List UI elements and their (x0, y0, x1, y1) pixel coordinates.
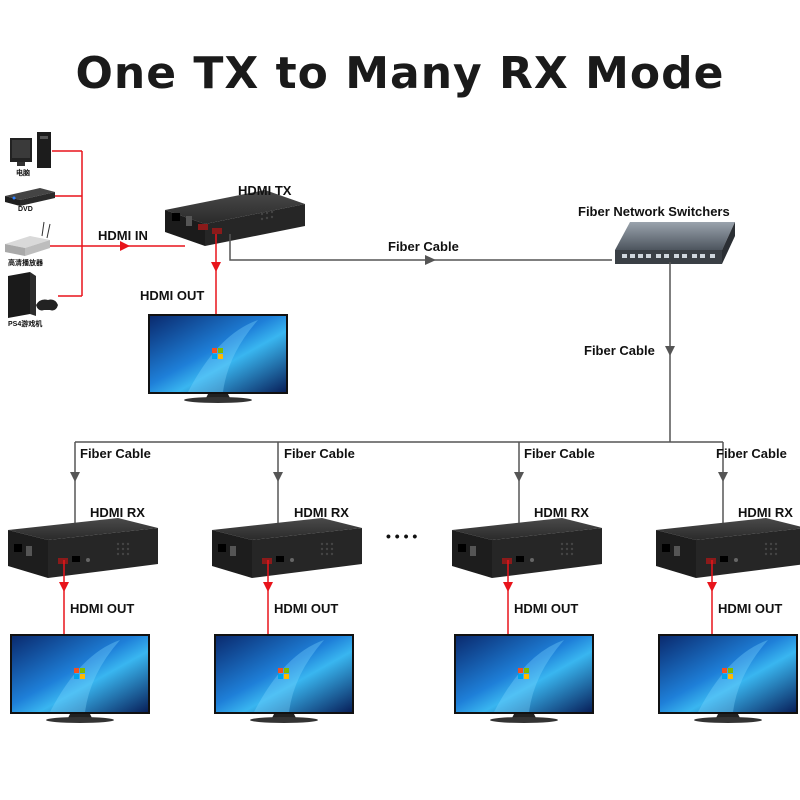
hdmi-out-arrow-icon (263, 582, 273, 592)
fiber-cable-label: Fiber Cable (284, 446, 355, 461)
hdmi-out-label: HDMI OUT (274, 601, 339, 616)
hdmi-tx-device (165, 190, 305, 246)
hdmi-rx-device (212, 518, 362, 578)
fiber-arrow-icon (718, 472, 728, 482)
fiber-arrow-icon (273, 472, 283, 482)
source-label: DVD (18, 206, 33, 213)
hdmi-tx-label: HDMI TX (238, 183, 292, 198)
rx-monitor (658, 634, 798, 723)
fiber-arrow-icon (425, 255, 436, 265)
game-console-icon (8, 272, 58, 318)
hdmi-in-arrow-icon (120, 241, 130, 251)
hdmi-out-label: HDMI OUT (718, 601, 783, 616)
desktop-pc-icon (10, 132, 51, 168)
fiber-arrow-icon (70, 472, 80, 482)
hdmi-rx-device (656, 518, 800, 578)
rx-monitor (454, 634, 594, 723)
hdmi-in-label: HDMI IN (98, 228, 148, 243)
fiber-arrow-icon (665, 346, 675, 356)
hdmi-out-label: HDMI OUT (514, 601, 579, 616)
hdmi-rx-label: HDMI RX (90, 505, 145, 520)
rx-monitor (214, 634, 354, 723)
hdmi-rx-device (452, 518, 602, 578)
source-label: PS4游戏机 (8, 321, 43, 328)
hdmi-out-arrow-icon (59, 582, 69, 592)
switch-label: Fiber Network Switchers (578, 204, 730, 219)
fiber-switch-device (615, 222, 735, 264)
hdmi-out-arrow-icon (707, 582, 717, 592)
tx-monitor (148, 314, 288, 403)
hdmi-out-label: HDMI OUT (140, 288, 205, 303)
fiber-cable-label: Fiber Cable (388, 239, 459, 254)
fiber-cable-label: Fiber Cable (80, 446, 151, 461)
hdmi-rx-label: HDMI RX (294, 505, 349, 520)
fiber-arrow-icon (514, 472, 524, 482)
source-label: 高清播放器 (8, 260, 43, 267)
hdmi-out-arrow-icon (503, 582, 513, 592)
rx-monitor (10, 634, 150, 723)
hd-player-icon (5, 221, 51, 256)
fiber-cable-label: Fiber Cable (524, 446, 595, 461)
hdmi-rx-device (8, 518, 158, 578)
hdmi-out-label: HDMI OUT (70, 601, 135, 616)
hdmi-rx-label: HDMI RX (534, 505, 589, 520)
hdmi-rx-label: HDMI RX (738, 505, 793, 520)
page-title: One TX to Many RX Mode (75, 48, 725, 99)
source-label: 电脑 (16, 170, 30, 177)
fiber-cable-label: Fiber Cable (584, 343, 655, 358)
ellipsis: • • • • (386, 528, 418, 544)
hdmi-out-arrow-icon (211, 262, 221, 272)
dvd-player-icon (5, 188, 55, 206)
fiber-cable-label: Fiber Cable (716, 446, 787, 461)
